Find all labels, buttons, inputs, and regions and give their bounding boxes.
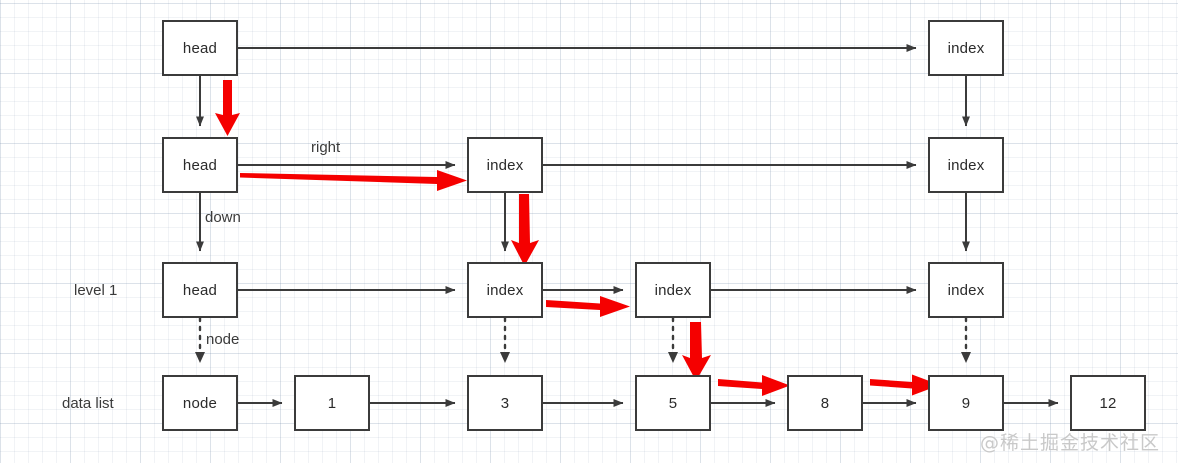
hl-right-index-level1 bbox=[546, 296, 630, 317]
hl-right-head-index bbox=[240, 170, 467, 191]
edge-label-right: right bbox=[311, 139, 341, 156]
node-data-8[interactable]: 8 bbox=[787, 375, 863, 431]
hl-down-index-level2 bbox=[511, 194, 539, 266]
highlight-path bbox=[215, 80, 940, 396]
node-index-top-right[interactable]: index bbox=[928, 20, 1004, 76]
node-data-1[interactable]: 1 bbox=[294, 375, 370, 431]
node-index-level2-right[interactable]: index bbox=[928, 137, 1004, 193]
node-data-9[interactable]: 9 bbox=[928, 375, 1004, 431]
node-data-head[interactable]: node bbox=[162, 375, 238, 431]
edge-label-node: node bbox=[206, 331, 240, 348]
node-head-level2[interactable]: head bbox=[162, 137, 238, 193]
hl-right-5-8 bbox=[718, 375, 790, 396]
node-index-level1-b[interactable]: index bbox=[635, 262, 711, 318]
watermark: @稀土掘金技术社区 bbox=[979, 432, 1160, 454]
black-connectors bbox=[196, 44, 1059, 407]
hl-right-8-9 bbox=[870, 374, 940, 396]
hl-down-index-node5 bbox=[682, 322, 711, 381]
node-head-top[interactable]: head bbox=[162, 20, 238, 76]
hl-down-head-top bbox=[215, 80, 240, 136]
node-data-3[interactable]: 3 bbox=[467, 375, 543, 431]
row-label-level-1: level 1 bbox=[74, 282, 118, 299]
node-data-5[interactable]: 5 bbox=[635, 375, 711, 431]
node-data-12[interactable]: 12 bbox=[1070, 375, 1146, 431]
dotted-connectors bbox=[195, 316, 971, 364]
node-index-level1-a[interactable]: index bbox=[467, 262, 543, 318]
edge-label-down: down bbox=[205, 209, 241, 226]
node-index-level1-right[interactable]: index bbox=[928, 262, 1004, 318]
node-head-level1[interactable]: head bbox=[162, 262, 238, 318]
row-label-data-list: data list bbox=[62, 395, 114, 412]
node-index-level2-mid[interactable]: index bbox=[467, 137, 543, 193]
